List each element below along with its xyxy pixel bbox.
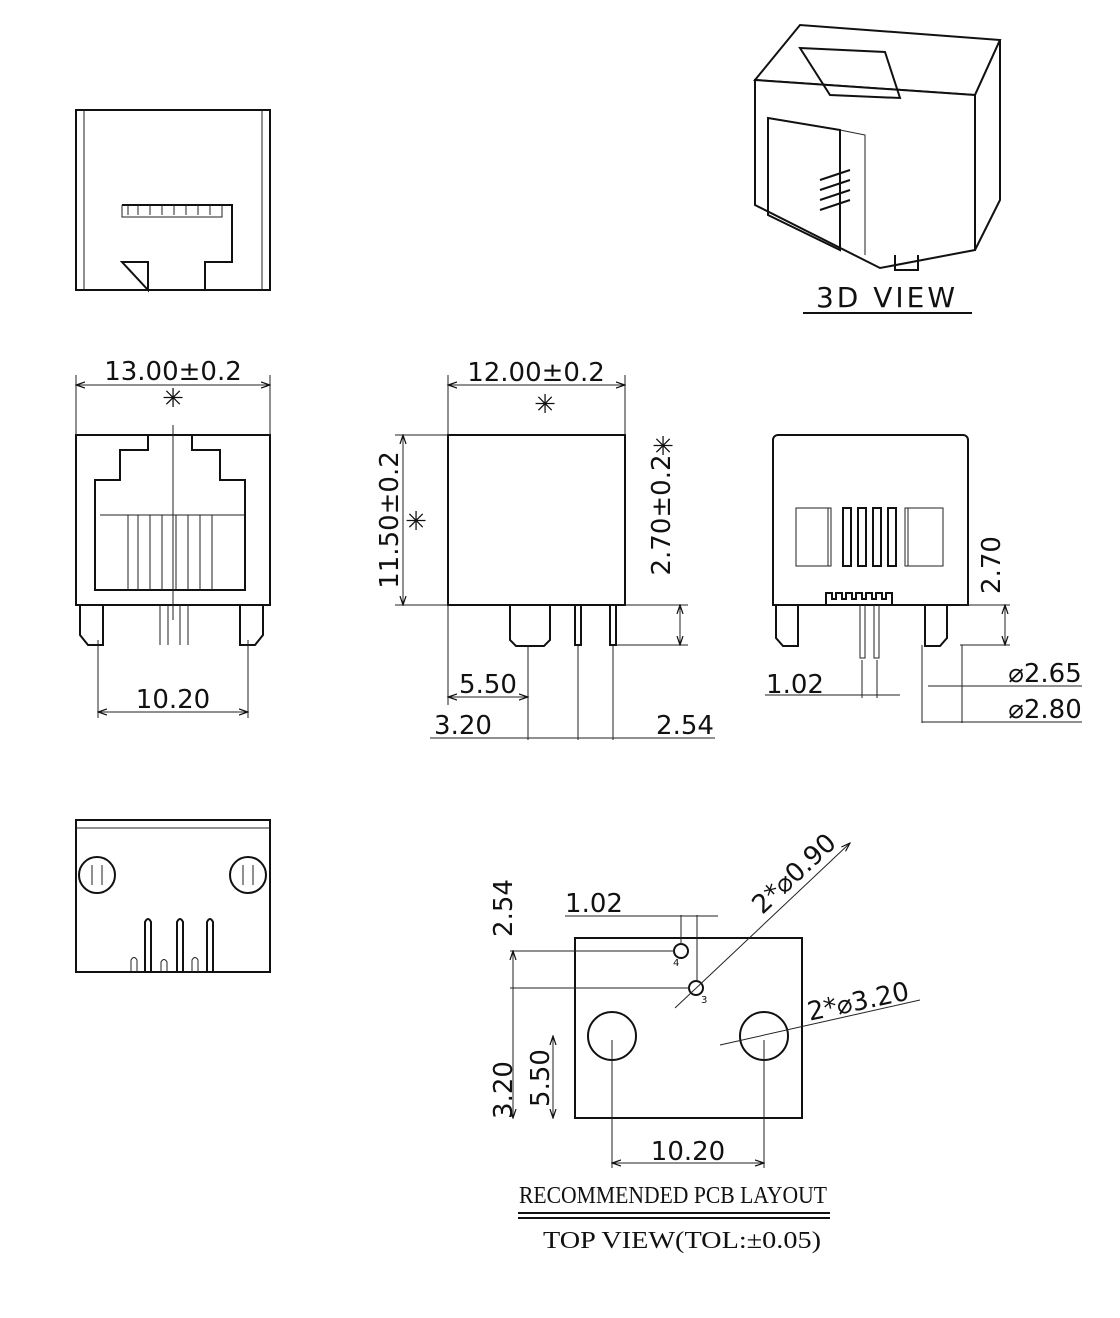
pin-number-3: 3 — [701, 995, 707, 1006]
pcb-post-span: 10.20 — [651, 1137, 725, 1167]
front-width-dim: 13.00±0.2 — [104, 357, 242, 387]
side-height-dim: 11.50±0.2 — [375, 451, 405, 589]
pcb-offset-a: 3.20 — [489, 1061, 519, 1119]
pcb-pin-hole-dia: 2*⌀0.90 — [747, 828, 843, 920]
critical-mark: ✳ — [534, 390, 556, 420]
pcb-pitch-vertical: 2.54 — [489, 879, 519, 937]
pcb-layout-subtitle: TOP VIEW(TOL:±0.05) — [543, 1228, 821, 1254]
front-pin-span-dim: 10.20 — [136, 685, 210, 715]
pcb-layout-title: RECOMMENDED PCB LAYOUT — [519, 1183, 827, 1209]
3d-view-label: 3D VIEW — [816, 281, 958, 314]
critical-mark: ✳ — [405, 507, 427, 537]
rear-post-dia-large: ⌀2.80 — [1008, 695, 1082, 725]
pcb-pitch-horizontal: 1.02 — [565, 889, 623, 919]
bottom-view — [75, 819, 271, 973]
pcb-post-hole-dia: 2*⌀3.20 — [805, 977, 912, 1028]
pin-number-4: 4 — [673, 958, 679, 969]
pcb-offset-b: 5.50 — [526, 1049, 556, 1107]
three-d-view: 3D VIEW — [752, 23, 1002, 314]
rear-post-dia-small: ⌀2.65 — [1008, 659, 1082, 689]
rear-pin-length-dim: 2.70 — [977, 536, 1007, 594]
top-view — [75, 109, 271, 293]
front-view: 13.00±0.2 ✳ 10.20 — [75, 357, 271, 718]
side-pin-length-dim: 2.70±0.2 — [647, 454, 677, 575]
side-pin-pitch-dim: 2.54 — [656, 711, 714, 741]
pcb-layout: 4 3 1.02 2.54 3.20 5.50 2*⌀0.90 2*⌀3.20 … — [489, 828, 921, 1254]
side-post-offset-dim: 5.50 — [459, 670, 517, 700]
rear-pin-pitch-dim: 1.02 — [766, 670, 824, 700]
side-view: 12.00±0.2 ✳ 11.50±0.2 ✳ 2.70±0.2 ✳ 5.50 … — [375, 358, 715, 741]
critical-mark: ✳ — [652, 432, 674, 462]
rear-view: 2.70 1.02 ⌀2.65 ⌀2.80 — [765, 434, 1082, 725]
side-post-to-pin-dim: 3.20 — [434, 711, 492, 741]
critical-mark: ✳ — [162, 384, 184, 414]
side-width-dim: 12.00±0.2 — [467, 358, 605, 388]
